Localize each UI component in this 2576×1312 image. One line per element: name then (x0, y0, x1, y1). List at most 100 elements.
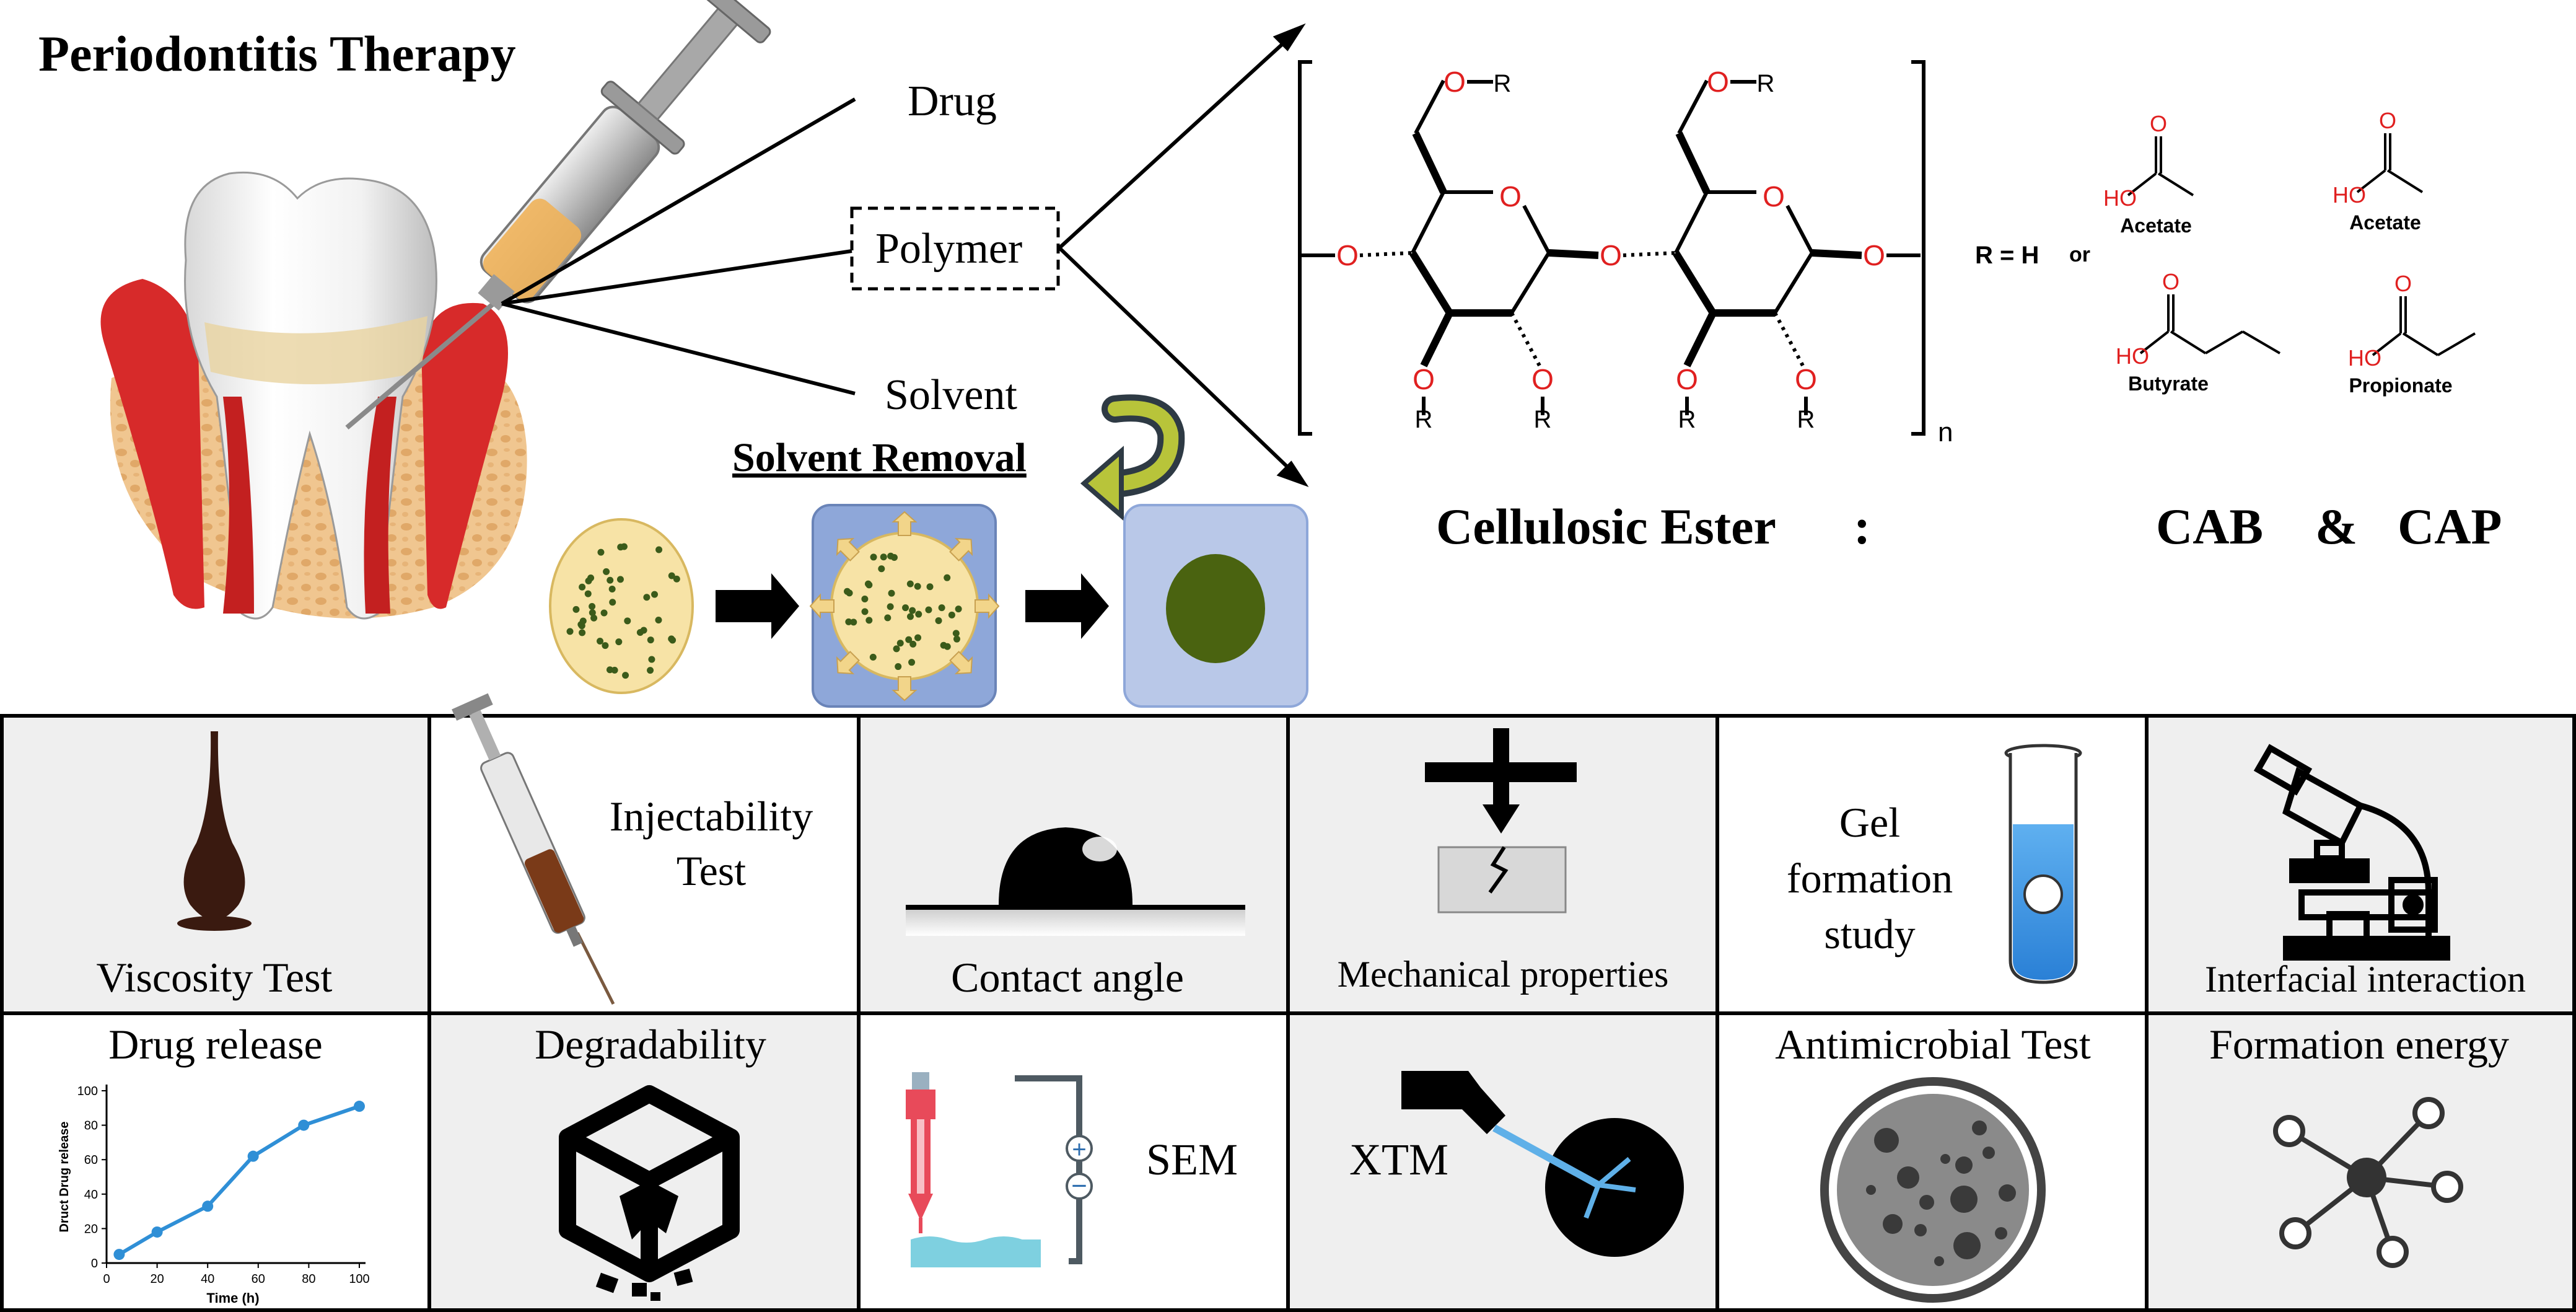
drug-dot (602, 642, 609, 649)
drug-dot (915, 610, 922, 618)
sem-instrument-icon: + − (906, 1072, 1093, 1267)
data-point (151, 1226, 163, 1238)
syringe-icon (345, 0, 771, 430)
cellulose-structure: n (1298, 60, 2502, 555)
x-tick-label: 0 (103, 1272, 110, 1286)
diffusion-arrow (949, 537, 973, 561)
drug-dot (861, 608, 869, 615)
colony-dot (1874, 1128, 1899, 1153)
viscosity-pool (177, 916, 252, 931)
contact-angle-label: Contact angle (951, 954, 1184, 1001)
oxygen-atom-label: O (1499, 180, 1522, 213)
droplet-highlight (1082, 837, 1117, 861)
diffusion-arrow (892, 511, 918, 536)
drug-release-label: Drug release (108, 1021, 322, 1068)
cab-label: CAB (2156, 498, 2263, 555)
drug-dot (909, 640, 917, 648)
repeat-n-label: n (1938, 417, 1953, 447)
xtm-scanner-icon (1401, 1071, 1684, 1257)
data-point (298, 1119, 310, 1131)
drug-dot (579, 617, 587, 625)
colony-dot (1940, 1154, 1950, 1164)
drug-dot (597, 638, 604, 645)
colony-dot (1950, 1186, 1978, 1213)
surface-line (906, 905, 1245, 910)
release-curve (118, 1104, 360, 1256)
drug-dot (887, 603, 894, 610)
svg-text:+: + (1072, 1136, 1086, 1163)
test-grid: Viscosity Test Injectability Test Contac… (0, 693, 2576, 1312)
drug-dot (865, 617, 873, 624)
drug-dot (893, 645, 900, 653)
colony-dot (1995, 1227, 2007, 1239)
viscosity-test-label: Viscosity Test (97, 954, 333, 1001)
drug-dot (944, 574, 951, 581)
drug-dot (914, 583, 921, 590)
x-tick-label: 40 (201, 1272, 214, 1286)
gel-label-line1: Gel (1839, 799, 1900, 846)
colony-dot (1914, 1224, 1927, 1236)
drug-dot (935, 617, 942, 624)
drug-dot (845, 618, 852, 625)
drug-dot (668, 572, 675, 579)
tooth-illustration (100, 171, 527, 620)
colony-dot (1972, 1120, 1987, 1135)
svg-text:HO: HO (2348, 345, 2381, 371)
antimicrobial-test-label: Antimicrobial Test (1775, 1021, 2091, 1068)
drug-dot (589, 609, 596, 617)
drug-dot (584, 590, 592, 597)
x-tick-label: 60 (252, 1272, 265, 1286)
drug-dot (566, 628, 574, 635)
y-tick-label: 100 (77, 1085, 98, 1098)
drug-dot (647, 667, 654, 674)
colon-label: : (1854, 498, 1870, 555)
r-group-label: R (1534, 406, 1552, 433)
svg-text:Acetate: Acetate (2349, 211, 2421, 234)
drug-dot (624, 617, 631, 625)
svg-text:O: O (2379, 108, 2396, 133)
svg-text:O: O (2394, 271, 2412, 296)
drug-dot (906, 613, 914, 620)
oxygen-atom-label: O (1763, 180, 1785, 213)
r-group-label: R (1797, 406, 1815, 433)
surface-shading (906, 910, 1245, 936)
drug-dot (607, 576, 614, 584)
drug-dot (890, 554, 898, 561)
solvent-removal-label: Solvent Removal (732, 435, 1027, 480)
diffusion-arrow (975, 593, 1000, 619)
colony-dot (1934, 1256, 1944, 1266)
diffusion-arrow (892, 676, 918, 702)
oxygen-atom-label: O (1600, 239, 1622, 271)
diffusion-arrow (836, 651, 860, 675)
drug-dot (861, 596, 869, 603)
arrow-right-icon-2 (1025, 573, 1109, 639)
drug-dot (938, 604, 945, 612)
colony-dot (1953, 1232, 1981, 1259)
drug-dot (616, 576, 624, 583)
drug-dot (655, 617, 662, 624)
y-tick-label: 40 (84, 1188, 98, 1202)
x-axis-label: Time (h) (206, 1290, 259, 1306)
gum-right (421, 302, 508, 609)
drug-dot (925, 606, 932, 614)
drug-dot (914, 634, 922, 641)
polymer-arrows (1058, 23, 1309, 487)
data-point (247, 1150, 259, 1162)
colony-dot (1982, 1147, 1995, 1159)
colony-dot (1883, 1214, 1903, 1234)
drug-dot (590, 614, 598, 622)
polymer-box (850, 206, 1060, 291)
drug-dot (850, 619, 857, 626)
injectability-label-line2: Test (677, 847, 746, 894)
drug-dot (622, 672, 629, 679)
or-label: or (2069, 243, 2090, 266)
sem-label: SEM (1146, 1135, 1238, 1184)
data-point (354, 1101, 365, 1112)
cap-label: CAP (2398, 498, 2502, 555)
drug-dot (600, 609, 608, 617)
data-point (113, 1249, 125, 1261)
